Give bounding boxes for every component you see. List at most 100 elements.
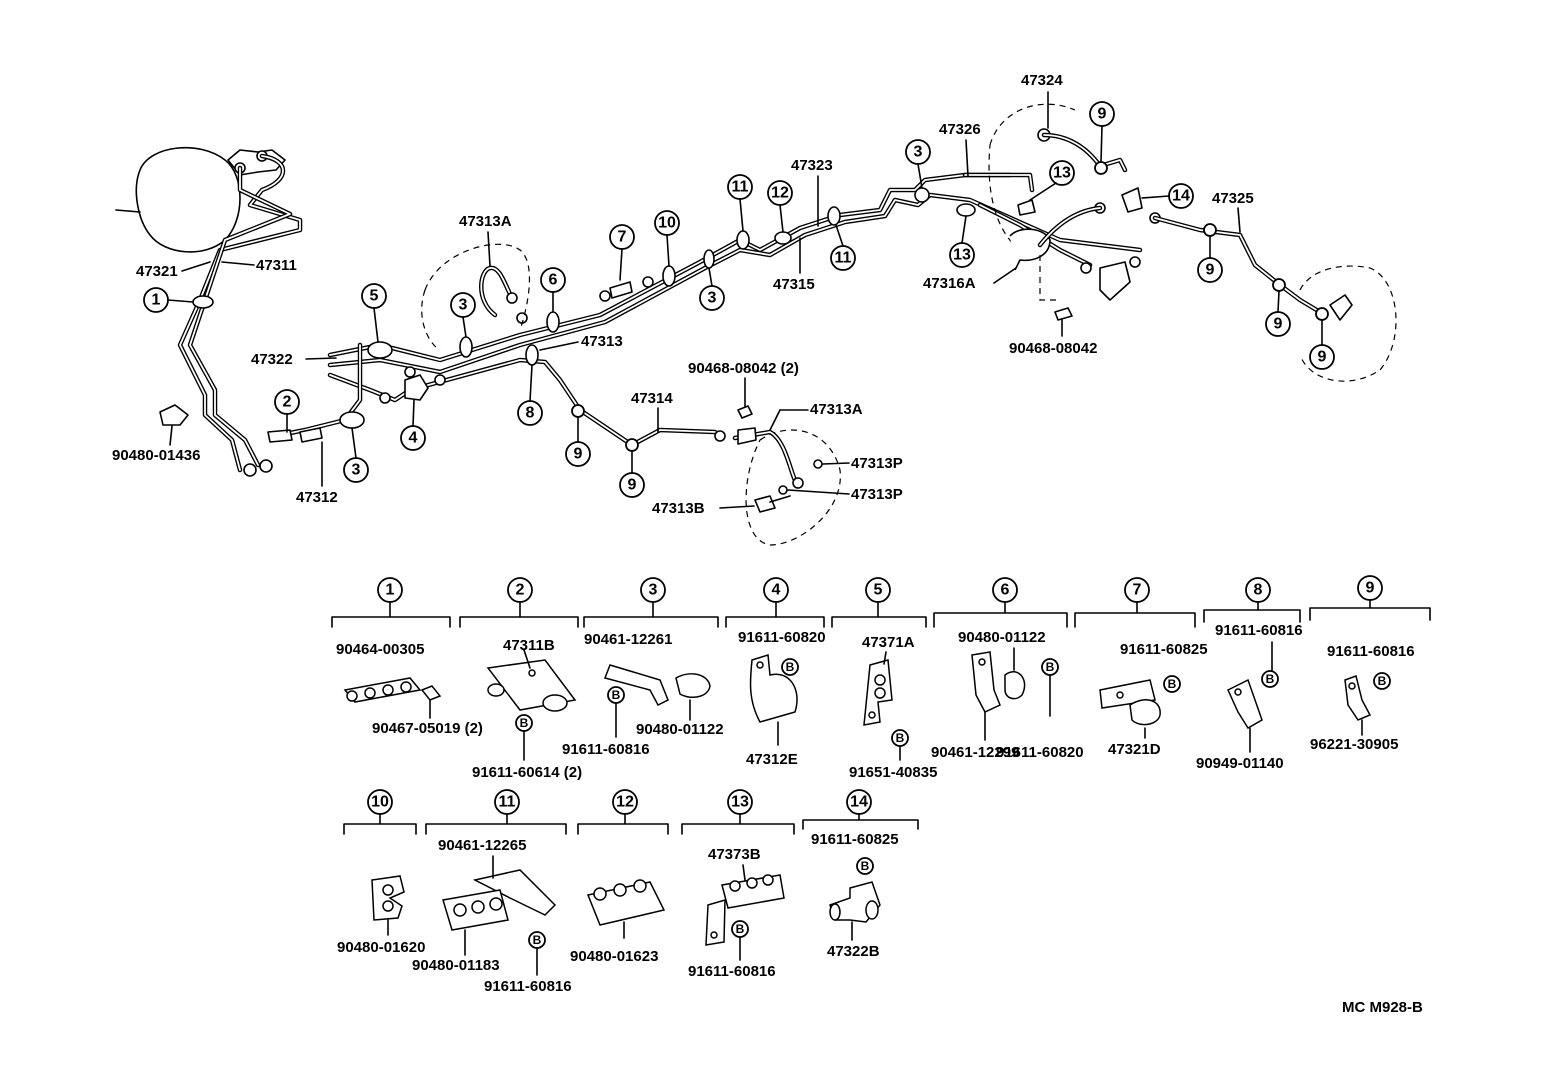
svg-text:B: B [1168,677,1177,691]
part-91611-60820: 91611-60820 [738,629,826,646]
group-10: 10 90480-01620 [337,789,425,956]
label-47313: 47313 [581,333,623,350]
part-47373B: 47373B [708,846,761,863]
group-4: 4 91611-60820 B 47312E [725,577,826,768]
part-90949-01140: 90949-01140 [1196,755,1284,772]
clip-90468-08042 [737,405,753,419]
part-47312E: 47312E [746,751,798,768]
part-47322B: 47322B [827,943,880,960]
svg-text:9: 9 [1274,316,1283,333]
callout-12: 12 [767,180,793,233]
label-47315: 47315 [773,276,815,293]
callout-5: 5 [361,283,387,343]
callout-11a: 11 [727,174,753,232]
callout-11b: 11 [830,224,856,271]
callouts-upper: 1 2 3 3 3 3 4 5 6 7 8 9 9 9 9 9 9 10 11 … [143,101,1335,498]
svg-text:3: 3 [459,297,468,314]
svg-text:9: 9 [1318,349,1327,366]
part-91611-60816: 91611-60816 [562,741,650,758]
part-91611-60816-d: 91611-60816 [1327,643,1415,660]
svg-text:B: B [896,731,905,745]
part-90461-12261: 90461-12261 [584,631,672,648]
part-90480-01620: 90480-01620 [337,939,425,956]
callout-7: 7 [609,224,635,281]
callout-9d: 9 [1197,235,1223,283]
svg-text:13: 13 [953,247,971,264]
diagram-code: MC M928-B [1342,999,1423,1016]
label-90480-01436: 90480-01436 [112,447,200,464]
svg-text:2: 2 [516,582,525,599]
part-90480-01623: 90480-01623 [570,948,658,965]
label-47311: 47311 [256,257,297,274]
svg-text:9: 9 [1366,580,1375,597]
svg-text:14: 14 [850,794,868,811]
svg-text:B: B [861,859,870,873]
part-91611-60816-e: 91611-60816 [484,978,572,995]
group-14: 14 91611-60825 B 47322B [802,789,919,960]
svg-text:B: B [736,922,745,936]
label-47323: 47323 [791,157,833,174]
svg-text:10: 10 [371,794,389,811]
callout-3d: 3 [905,139,931,189]
parts-catalog: 1 90464-00305 90467-05019 (2) 2 47311B B… [331,575,1431,995]
callout-1: 1 [143,287,194,313]
svg-text:B: B [612,688,621,702]
svg-text:3: 3 [914,144,923,161]
label-47322: 47322 [251,351,293,368]
group-3: 3 90461-12261 B 90480-01122 91611-60816 [562,577,724,758]
part-91611-60825-b: 91611-60825 [811,831,899,848]
svg-text:9: 9 [1206,262,1215,279]
svg-text:B: B [1046,660,1055,674]
callout-14: 14 [1141,183,1194,209]
label-47312: 47312 [296,489,338,506]
svg-text:9: 9 [1098,106,1107,123]
svg-text:2: 2 [283,394,292,411]
svg-text:7: 7 [618,229,627,246]
svg-text:9: 9 [628,477,637,494]
label-47321: 47321 [136,263,178,280]
label-47326: 47326 [939,121,981,138]
part-91611-60816-f: 91611-60816 [688,963,776,980]
callout-13b: 13 [1029,160,1075,201]
callout-3c: 3 [699,267,725,311]
part-91611-60614-2: 91611-60614 (2) [472,764,582,781]
svg-text:6: 6 [1001,582,1010,599]
svg-text:B: B [520,716,529,730]
bracket-90480-01436 [159,404,189,426]
label-47313A-top: 47313A [459,213,512,230]
group-1: 1 90464-00305 90467-05019 (2) [331,577,483,737]
svg-text:3: 3 [352,462,361,479]
group-12: 12 90480-01623 [570,789,669,965]
callout-3b: 3 [343,427,369,483]
svg-text:3: 3 [708,290,717,307]
part-90467-05019-2: 90467-05019 (2) [372,720,483,737]
part-90461-12299: 90461-12299 [931,744,1019,761]
part-47321D: 47321D [1108,741,1161,758]
part-47311B: 47311B [503,637,555,654]
part-91611-60825: 91611-60825 [1120,641,1208,658]
svg-text:6: 6 [549,272,558,289]
svg-text:11: 11 [499,794,516,811]
callout-9c: 9 [1089,101,1115,163]
label-90468-08042-2: 90468-08042 (2) [688,360,799,377]
group-8: 8 91611-60816 B 90949-01140 [1196,577,1303,772]
callout-2: 2 [274,389,300,433]
brake-line-assembly: 1 2 3 3 3 3 4 5 6 7 8 9 9 9 9 9 9 10 11 … [112,72,1397,546]
front-brake-tubes [177,153,303,477]
svg-text:1: 1 [152,292,161,309]
svg-text:12: 12 [616,794,634,811]
svg-text:1: 1 [386,582,395,599]
part-90480-01122: 90480-01122 [636,721,724,738]
callout-10: 10 [654,210,680,267]
label-47325: 47325 [1212,190,1254,207]
svg-text:8: 8 [1254,582,1263,599]
svg-text:11: 11 [835,250,852,267]
svg-text:3: 3 [649,582,658,599]
part-96221-30905: 96221-30905 [1310,736,1398,753]
part-91611-60820-b: 91611-60820 [996,744,1084,761]
label-47316A: 47316A [923,275,976,292]
part-90461-12265: 90461-12265 [438,837,526,854]
part-90480-01183: 90480-01183 [412,957,500,974]
svg-text:B: B [1266,672,1275,686]
